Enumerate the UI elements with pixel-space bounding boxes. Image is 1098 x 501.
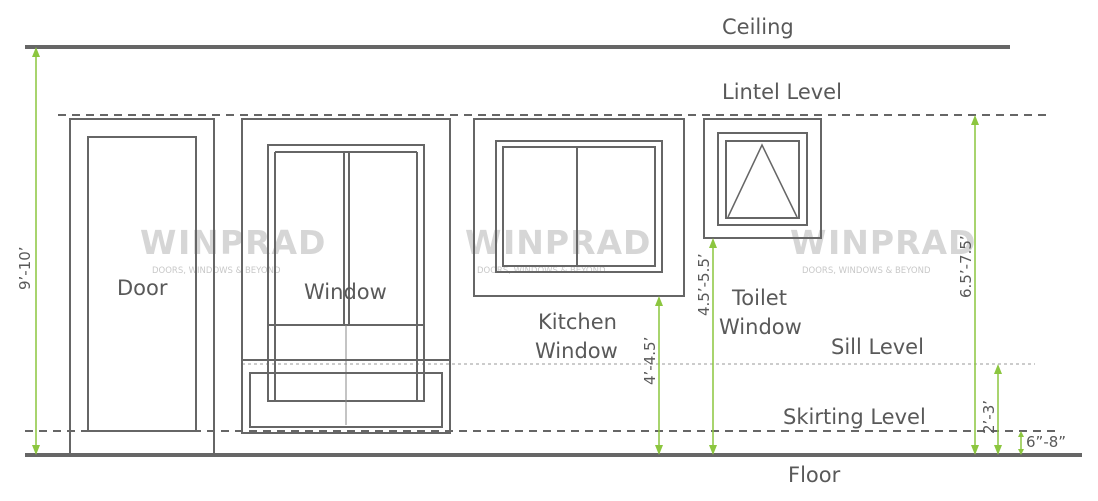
ceiling-label: Ceiling: [722, 15, 794, 39]
window: [241, 118, 451, 434]
lintel-height-dimension: 6.5’-7.5’: [957, 115, 979, 455]
svg-text:INPRAD: INPRAD: [828, 223, 976, 262]
sill-height-dimension: 2’-3’: [980, 364, 1002, 455]
kitchen-window-label-line2: Window: [535, 339, 618, 363]
watermark-1: W INPRAD DOORS, WINDOWS & BEYOND: [140, 223, 326, 276]
floor-to-ceiling-dimension: 9’-10’: [16, 47, 40, 455]
skirting-height-dimension: 6”-8”: [1018, 431, 1066, 455]
toilet-window-label-line2: Window: [719, 315, 802, 339]
kitchen-window-sill-dimension-label: 4’-4.5’: [641, 337, 659, 385]
toilet-window-sill-dimension: 4.5’-5.5’: [695, 238, 717, 455]
door-label: Door: [117, 276, 168, 300]
sill-height-dimension-label: 2’-3’: [980, 400, 998, 434]
watermark-3: W INPRAD DOORS, WINDOWS & BEYOND: [790, 223, 976, 276]
skirting-level-label: Skirting Level: [783, 405, 926, 429]
toilet-window: [703, 118, 822, 239]
toilet-window-label-line1: Toilet: [731, 286, 787, 310]
svg-text:INPRAD: INPRAD: [178, 223, 326, 262]
lintel-level-label: Lintel Level: [722, 80, 842, 104]
floor-to-ceiling-dimension-label: 9’-10’: [16, 246, 34, 290]
floor-label: Floor: [788, 463, 841, 487]
svg-text:DOORS, WINDOWS & BEYOND: DOORS, WINDOWS & BEYOND: [152, 266, 281, 276]
watermark-2: W INPRAD DOORS, WINDOWS & BEYOND: [465, 223, 650, 276]
toilet-window-sill-dimension-label: 4.5’-5.5’: [695, 253, 713, 316]
lintel-height-dimension-label: 6.5’-7.5’: [957, 235, 975, 298]
window-label: Window: [304, 280, 387, 304]
svg-text:DOORS, WINDOWS & BEYOND: DOORS, WINDOWS & BEYOND: [802, 266, 931, 276]
kitchen-window: [473, 118, 685, 297]
kitchen-window-label-line1: Kitchen: [538, 310, 617, 334]
door: [69, 118, 215, 456]
skirting-height-dimension-label: 6”-8”: [1026, 433, 1066, 451]
kitchen-window-sill-dimension: 4’-4.5’: [641, 296, 663, 455]
sill-level-label: Sill Level: [831, 335, 924, 359]
svg-text:W: W: [140, 223, 177, 262]
